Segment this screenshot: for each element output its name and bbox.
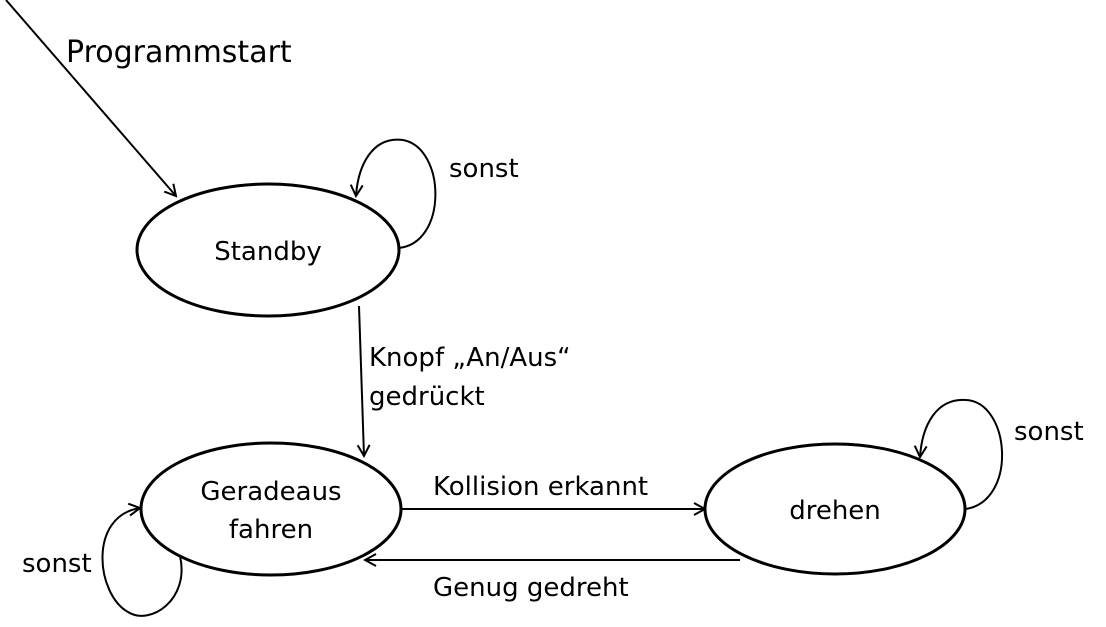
state-geradeaus-fahren-label-line2: fahren [229,515,313,545]
geradeaus-to-drehen-label: Kollision erkannt [433,472,648,502]
state-standby-label: Standby [214,237,322,267]
standby-self-loop-label: sonst [449,154,519,184]
start-label: Programmstart [66,35,292,70]
standby-to-geradeaus-label-line2: gedrückt [369,382,485,412]
start-arrow [5,0,176,196]
standby-to-geradeaus-label-line1: Knopf „An/Aus“ [369,343,571,373]
drehen-self-loop [920,398,1003,510]
standby-to-geradeaus-arrow [359,305,364,456]
drehen-to-geradeaus-label: Genug gedreht [433,573,629,603]
geradeaus-self-loop-label: sonst [22,549,92,579]
state-drehen-label: drehen [789,496,881,526]
standby-self-loop [356,138,437,249]
state-geradeaus-fahren [139,441,403,577]
state-geradeaus-fahren-label-line1: Geradeaus [200,477,341,507]
geradeaus-self-loop [101,508,183,617]
state-standby [135,182,401,318]
drehen-self-loop-label: sonst [1014,417,1084,447]
state-drehen [703,442,967,576]
